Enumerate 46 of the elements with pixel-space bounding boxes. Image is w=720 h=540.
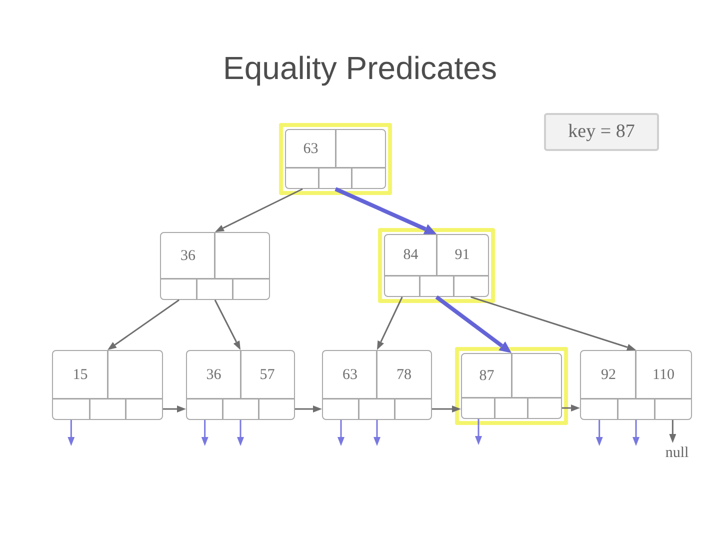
arrow <box>214 300 240 350</box>
title: Equality Predicates <box>223 50 497 87</box>
arrow <box>201 420 208 446</box>
tree-node <box>461 353 562 419</box>
tree-node <box>285 129 386 189</box>
arrow <box>237 420 244 446</box>
arrow <box>632 420 640 446</box>
null-label: null <box>662 443 692 463</box>
key-value: 110 <box>652 366 674 384</box>
arrow <box>68 420 75 446</box>
arrow <box>432 406 461 412</box>
arrow <box>295 406 322 412</box>
arrow <box>377 296 403 350</box>
arrow <box>334 187 436 234</box>
key-value: 36 <box>180 248 196 264</box>
key-value: 84 <box>403 247 418 264</box>
arrow <box>470 296 636 351</box>
query-box: key = 87 <box>544 113 659 151</box>
arrow <box>475 419 482 445</box>
arrow <box>108 299 180 350</box>
key-value: 92 <box>601 366 616 384</box>
key-value: 63 <box>303 140 318 158</box>
key-value: 63 <box>342 366 358 384</box>
arrow <box>215 188 303 232</box>
tree-node <box>186 350 295 420</box>
highlight-frame <box>455 347 568 425</box>
tree-node <box>580 350 692 420</box>
arrow <box>435 295 512 353</box>
highlight-frame <box>378 228 495 303</box>
key-value: 87 <box>479 368 494 384</box>
key-value: 91 <box>454 247 470 264</box>
arrow <box>163 406 186 412</box>
tree-node <box>160 232 270 300</box>
highlight-frame <box>279 123 392 195</box>
arrow <box>374 420 380 446</box>
arrow <box>596 420 603 446</box>
tree-node <box>322 350 432 420</box>
tree-node <box>52 350 163 420</box>
key-value: 57 <box>260 366 275 384</box>
arrow <box>338 420 344 446</box>
tree-node <box>384 234 489 297</box>
arrow <box>669 420 676 443</box>
key-value: 78 <box>396 366 412 384</box>
key-value: 36 <box>206 366 222 384</box>
key-value: 15 <box>72 366 88 384</box>
arrow <box>562 404 580 412</box>
